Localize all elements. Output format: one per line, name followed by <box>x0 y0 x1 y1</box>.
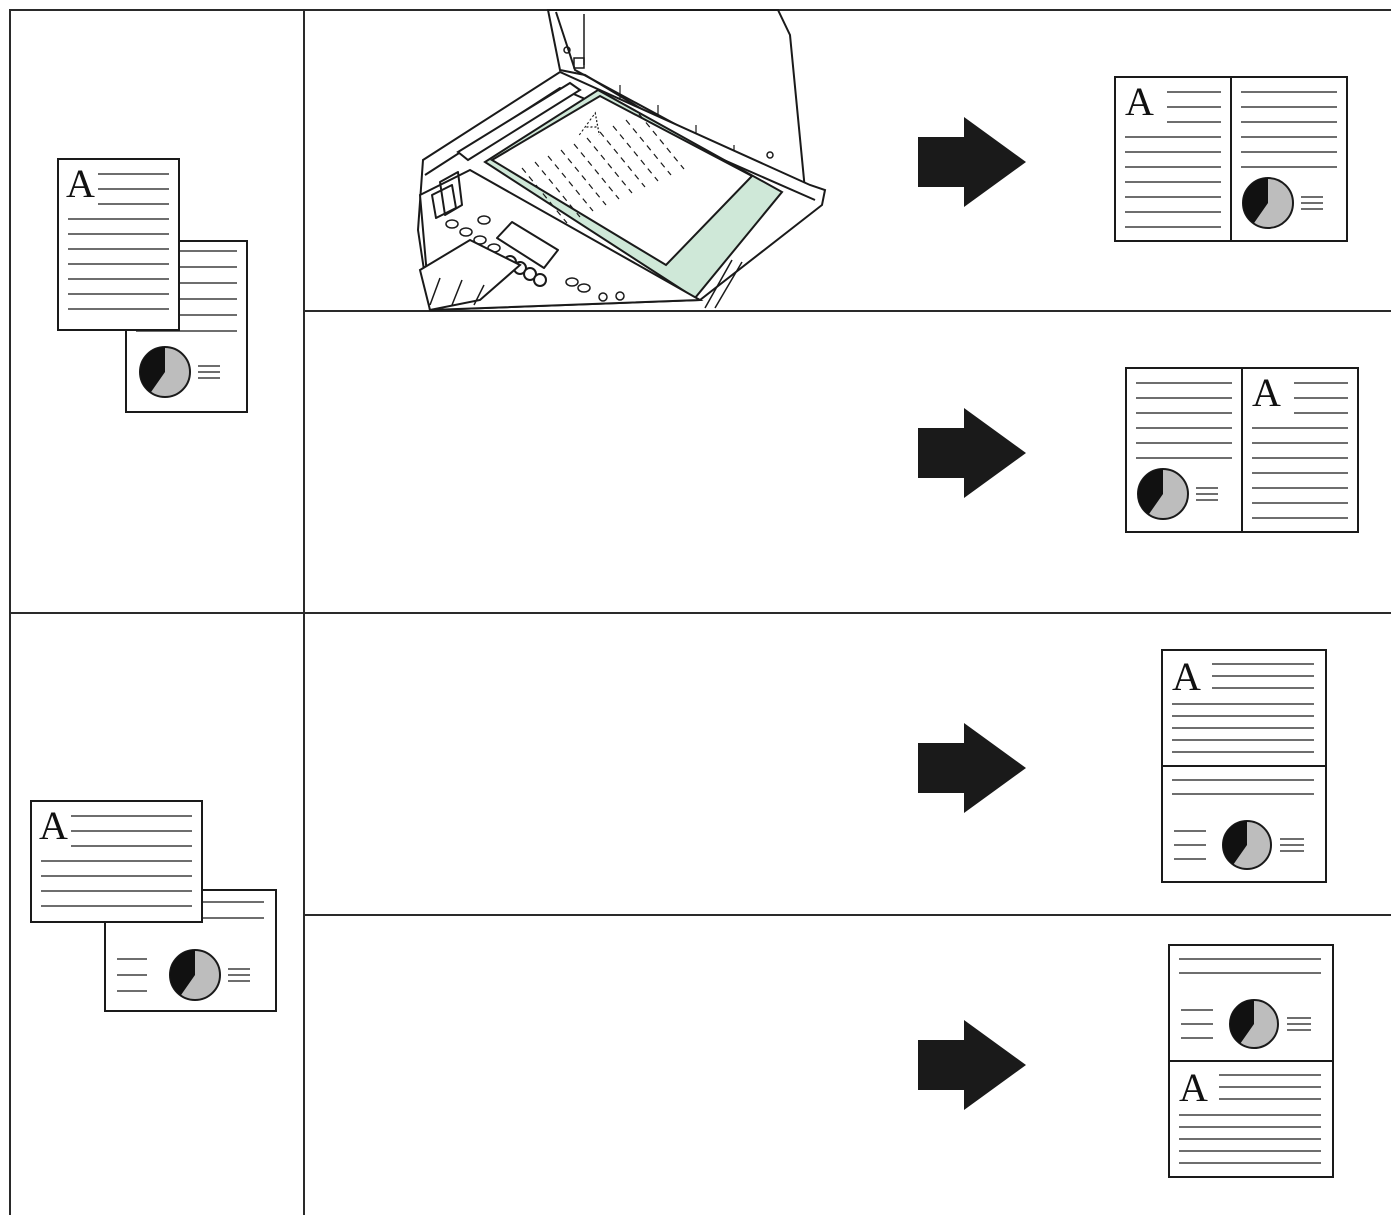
results-column: A A A A <box>1115 77 1358 1177</box>
combined-copy-icon: A <box>1115 77 1347 241</box>
paper-tray <box>420 1148 520 1215</box>
arrow-right-icon <box>918 1020 1026 1110</box>
display-screen <box>497 1130 558 1176</box>
letter-a: A <box>1125 79 1154 124</box>
combined-copy-icon: A <box>1162 650 1326 882</box>
scanner-lid <box>548 313 805 508</box>
text-page: A <box>31 801 202 922</box>
scanner-glass <box>485 393 782 601</box>
scanner-glass <box>485 998 782 1206</box>
letter-a: A <box>39 803 68 848</box>
pie-chart-icon <box>1223 821 1271 869</box>
display-screen <box>497 525 558 571</box>
document-icon-portrait: A <box>58 159 247 412</box>
pie-chart-icon <box>1243 178 1293 228</box>
pie-chart-icon <box>1230 1000 1278 1048</box>
letter-a: A <box>1179 1065 1208 1110</box>
flatbed-scanner-icon <box>418 10 825 310</box>
scanner-body <box>418 677 825 915</box>
paper-tray <box>420 845 520 915</box>
scanner-body <box>418 980 825 1215</box>
letter-a: A <box>1172 654 1201 699</box>
original-on-glass <box>492 701 752 870</box>
letter-a: A <box>1252 370 1281 415</box>
letter-a: A <box>66 161 95 206</box>
scanner-glass <box>485 695 782 903</box>
scanner-body <box>418 375 825 613</box>
control-panel <box>420 1078 700 1215</box>
control-panel <box>420 473 700 613</box>
scan-letter-mark <box>642 515 668 537</box>
combined-copy-icon: A <box>1169 945 1333 1177</box>
display-screen <box>497 827 558 873</box>
original-on-glass <box>492 1004 752 1173</box>
original-on-glass <box>492 399 752 568</box>
pie-chart-icon <box>140 347 190 397</box>
originals-column: AA <box>31 159 276 1011</box>
paper-tray <box>420 543 520 613</box>
flatbed-scanner-icon <box>418 313 825 613</box>
control-panel <box>420 775 700 915</box>
arrow-right-icon <box>918 408 1026 498</box>
scan-letter-mark <box>533 1057 555 1083</box>
flatbed-scanner-icon <box>418 918 825 1215</box>
text-page: A <box>58 159 179 330</box>
scanner-lid <box>548 615 805 810</box>
pie-chart-icon <box>1138 469 1188 519</box>
scan-letter-mark <box>678 770 700 796</box>
pie-chart-icon <box>170 950 220 1000</box>
arrow-right-icon <box>918 723 1026 813</box>
arrow-right-icon <box>918 117 1026 207</box>
flatbed-scanner-icon <box>418 615 825 915</box>
document-icon-landscape: A <box>31 801 276 1011</box>
scanner-lid <box>548 918 805 1113</box>
combined-copy-icon: A <box>1126 368 1358 532</box>
